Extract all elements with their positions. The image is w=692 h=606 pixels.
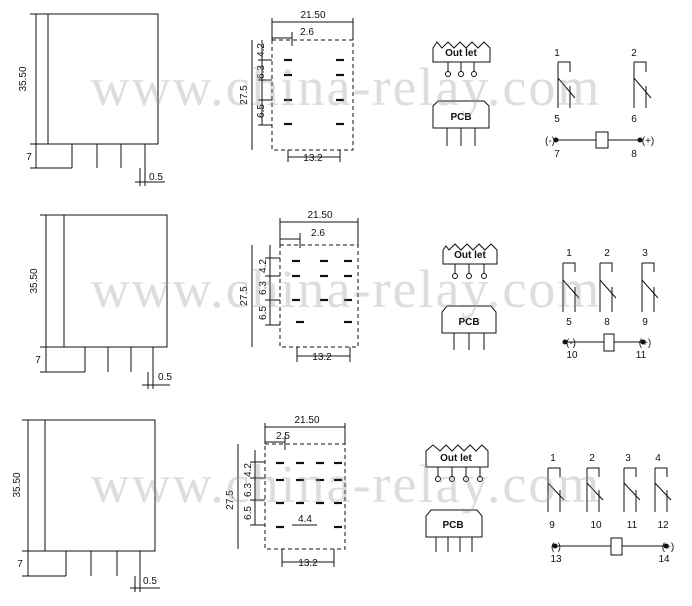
footprint-row-label-2a: 4.2 bbox=[258, 259, 269, 273]
footprint-bottom-label-2: 13.2 bbox=[312, 352, 332, 363]
coil-plus-3: (+) bbox=[662, 542, 675, 553]
coil-pin-b-3: 14 bbox=[658, 554, 670, 565]
contact-schematic-2 bbox=[562, 262, 659, 352]
pin-footprint-3 bbox=[237, 423, 346, 567]
footprint-offset-label-2: 2.6 bbox=[311, 228, 325, 239]
height-label-1: 35.50 bbox=[18, 66, 29, 91]
footprint-bottom-label-1: 13.2 bbox=[303, 153, 323, 164]
row-1: 35.50 7 0.5 bbox=[18, 10, 654, 186]
footprint-row-label-1a: 4.2 bbox=[256, 43, 267, 57]
mount-pcb-2 bbox=[441, 305, 497, 350]
coil-plus-2: (+) bbox=[639, 338, 652, 349]
mount-pcb-1 bbox=[432, 100, 490, 146]
footprint-height-label-3: 27.5 bbox=[225, 490, 236, 510]
coil-pin-a-2: 10 bbox=[566, 350, 578, 361]
coil-plus-1: (+) bbox=[642, 136, 655, 147]
relay-side-view-2 bbox=[40, 214, 170, 389]
height-label-2: 35.50 bbox=[29, 268, 40, 293]
contact-schematic-1 bbox=[553, 61, 652, 149]
mount-outlet-2 bbox=[442, 243, 498, 279]
schematic-top-2a: 1 bbox=[566, 248, 572, 259]
footprint-bottom-label-3: 13.2 bbox=[298, 558, 318, 569]
pin-length-label-3: 7 bbox=[17, 559, 23, 570]
mount-outlet-1 bbox=[432, 41, 491, 77]
pin-length-label-1: 7 bbox=[26, 152, 32, 163]
footprint-row-label-1c: 6.5 bbox=[256, 104, 267, 118]
footprint-row-label-2b: 6.3 bbox=[258, 281, 269, 295]
coil-minus-2: (-) bbox=[566, 338, 576, 349]
schematic-contact-1b: 6 bbox=[631, 114, 637, 125]
schematic-top-3b: 2 bbox=[589, 453, 595, 464]
schematic-contact-3d: 12 bbox=[657, 520, 669, 531]
footprint-offset-label-3: 2.5 bbox=[276, 431, 290, 442]
footprint-width-label-1: 21.50 bbox=[300, 10, 325, 21]
coil-pin-a-3: 13 bbox=[550, 554, 562, 565]
schematic-top-3c: 3 bbox=[625, 453, 631, 464]
pin-pitch-label-1: 0.5 bbox=[149, 172, 163, 183]
pin-length-label-2: 7 bbox=[35, 355, 41, 366]
schematic-top-1a: 1 bbox=[554, 48, 560, 59]
footprint-width-label-2: 21.50 bbox=[307, 210, 332, 221]
pin-footprint-2 bbox=[251, 218, 359, 362]
row-2: 35.50 7 0.5 bbox=[29, 210, 659, 389]
schematic-contact-3c: 11 bbox=[627, 520, 638, 531]
footprint-height-label-1: 27.5 bbox=[239, 85, 250, 105]
mount-outlet-label-2: Out let bbox=[454, 250, 486, 261]
height-label-3: 35.50 bbox=[12, 472, 23, 497]
schematic-contact-2b: 8 bbox=[604, 317, 610, 328]
schematic-top-2b: 2 bbox=[604, 248, 610, 259]
coil-pin-b-1: 8 bbox=[631, 149, 637, 160]
footprint-row-label-3a: 4.2 bbox=[243, 463, 254, 477]
mount-outlet-label-3: Out let bbox=[440, 453, 472, 464]
mount-pcb-label-1: PCB bbox=[450, 112, 471, 123]
footprint-inner-label-3: 4.4 bbox=[298, 514, 312, 525]
schematic-contact-3a: 9 bbox=[549, 520, 555, 531]
footprint-row-label-2c: 6.5 bbox=[258, 306, 269, 320]
schematic-contact-2c: 9 bbox=[642, 317, 648, 328]
schematic-contact-1a: 5 bbox=[554, 114, 560, 125]
mount-pcb-label-3: PCB bbox=[442, 520, 463, 531]
relay-side-view-3 bbox=[22, 419, 160, 592]
footprint-height-label-2: 27.5 bbox=[239, 286, 250, 306]
coil-minus-1: (-) bbox=[545, 136, 555, 147]
coil-pin-b-2: 11 bbox=[636, 350, 647, 361]
schematic-top-2c: 3 bbox=[642, 248, 648, 259]
footprint-row-label-3b: 6.3 bbox=[243, 483, 254, 497]
row-3: 35.50 7 0.5 bbox=[12, 415, 674, 592]
footprint-row-label-3c: 6.5 bbox=[243, 506, 254, 520]
mount-outlet-label-1: Out let bbox=[445, 48, 477, 59]
footprint-row-label-1b: 6.3 bbox=[256, 65, 267, 79]
coil-minus-3: (-) bbox=[551, 542, 561, 553]
pin-pitch-label-3: 0.5 bbox=[143, 576, 157, 587]
coil-pin-a-1: 7 bbox=[554, 149, 560, 160]
footprint-width-label-3: 21.50 bbox=[294, 415, 319, 426]
mount-outlet-3 bbox=[425, 444, 489, 482]
footprint-offset-label-1: 2.6 bbox=[300, 27, 314, 38]
schematic-contact-2a: 5 bbox=[566, 317, 572, 328]
schematic-contact-3b: 10 bbox=[590, 520, 602, 531]
pin-footprint-1 bbox=[251, 18, 354, 162]
schematic-top-1b: 2 bbox=[631, 48, 637, 59]
mount-pcb-3 bbox=[425, 509, 483, 552]
schematic-top-3a: 1 bbox=[550, 453, 556, 464]
pin-pitch-label-2: 0.5 bbox=[158, 372, 172, 383]
schematic-top-3d: 4 bbox=[655, 453, 661, 464]
relay-side-view-1 bbox=[30, 13, 165, 186]
contact-schematic-3 bbox=[547, 467, 672, 556]
mount-pcb-label-2: PCB bbox=[458, 317, 479, 328]
